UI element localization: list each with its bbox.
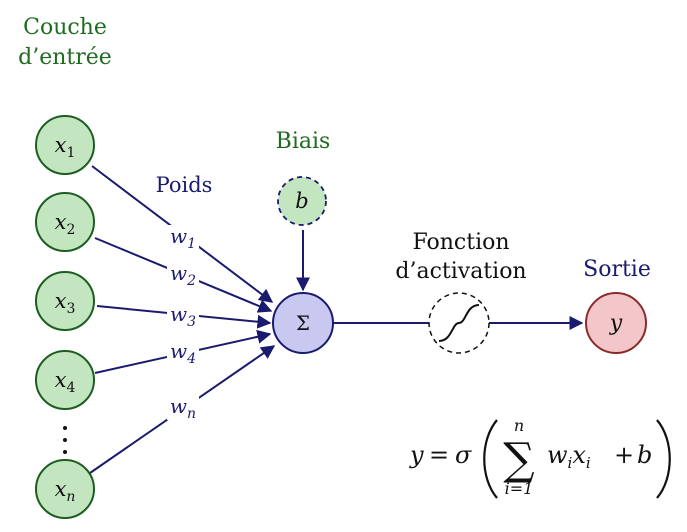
ellipsis-dot (63, 426, 67, 430)
summation-symbol: Σ (296, 311, 310, 335)
input-node-4-label: x4 (55, 368, 76, 396)
sigmoid-icon (438, 304, 480, 342)
input-node-1 (35, 115, 95, 175)
formula-term: wixi (547, 441, 591, 472)
formula-sum-upper: n (514, 416, 524, 435)
input-nodes: x1 x2 x3 x4 xn (35, 115, 95, 519)
formula-lhs: y (409, 441, 424, 469)
output-label: Sortie (583, 257, 651, 282)
input-node-2 (35, 192, 95, 252)
output-node-label: y (609, 311, 623, 336)
ellipsis-dot (63, 438, 67, 442)
formula-sum-lower: i=1 (505, 479, 534, 498)
output-node (585, 292, 647, 354)
input-node-2-label: x2 (55, 210, 76, 238)
formula-plus: + (614, 441, 634, 469)
input-node-3-label: x3 (55, 289, 76, 317)
input-node-3 (35, 271, 95, 331)
activation-label-line2: d’activation (395, 259, 526, 284)
input-node-4 (35, 350, 95, 410)
weight-connections (89, 165, 584, 474)
activation-label-line1: Fonction (412, 230, 509, 255)
formula-right-paren (656, 419, 671, 499)
bias-label: Biais (276, 129, 331, 154)
formula-left-paren (483, 419, 498, 499)
bias-node (277, 176, 327, 226)
bias-node-label: b (295, 189, 308, 213)
weight-label-3: w3 (170, 302, 196, 330)
formula-sum-sign: ∑ (503, 434, 534, 485)
weight-label-2: w2 (170, 261, 196, 289)
weights-label: Poids (156, 173, 213, 197)
output-formula: y = σ n ∑ i=1 wixi + b (409, 416, 671, 499)
summation-node (272, 292, 334, 354)
weight-label-1: w1 (170, 224, 196, 252)
weight-label-n: wn (170, 394, 196, 422)
formula-sigma-function: σ (455, 441, 472, 469)
formula-equals: = (429, 441, 449, 469)
weight-label-4: w4 (170, 339, 196, 367)
ellipsis-dot (63, 450, 67, 454)
formula-bias: b (637, 441, 652, 469)
input-layer-label-line1: Couche (23, 15, 107, 40)
input-node-1-label: x1 (55, 133, 76, 161)
input-node-n (35, 459, 95, 519)
input-node-n-label: xn (55, 477, 76, 505)
input-layer-label-line2: d’entrée (18, 45, 112, 70)
